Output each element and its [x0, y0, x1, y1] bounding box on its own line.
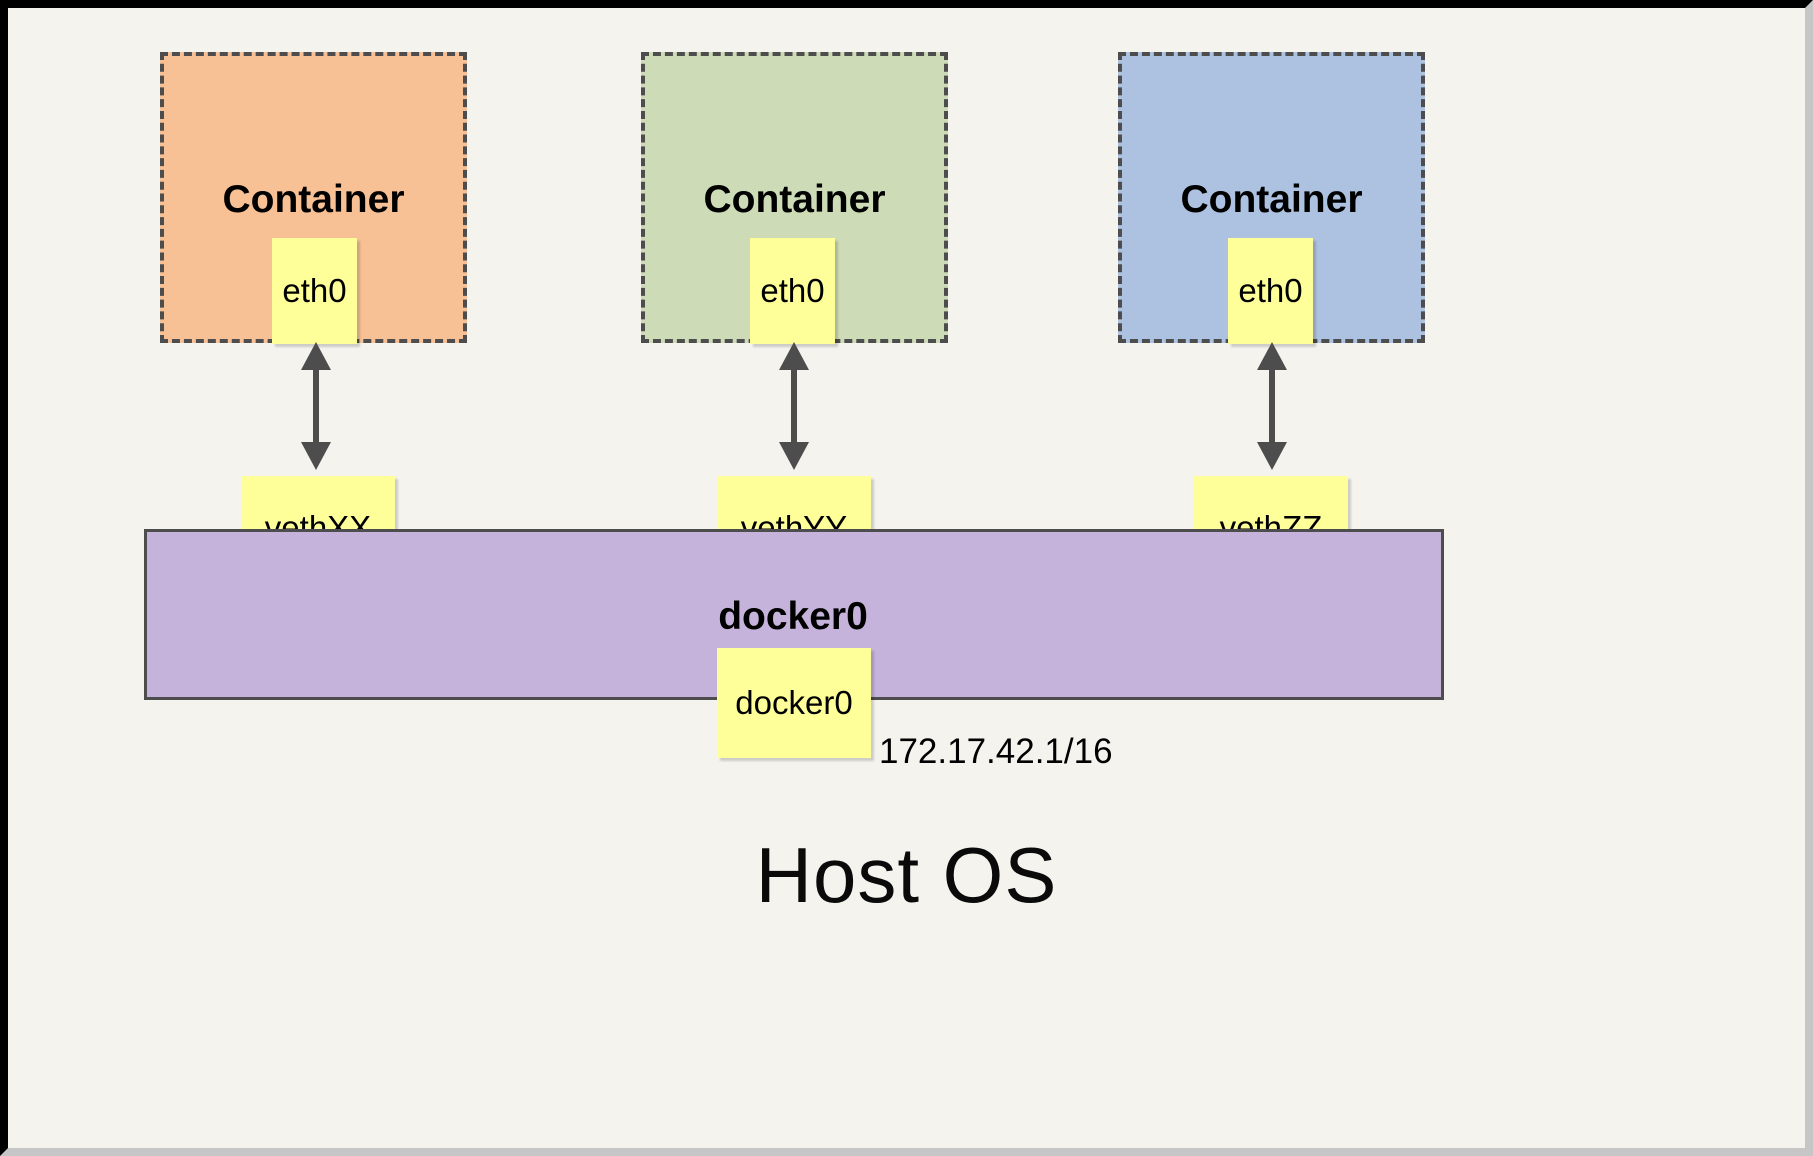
container-title-1: Container [222, 178, 405, 221]
docker0-bridge-label: docker0 [718, 595, 868, 638]
diagram-inner: Container eth0 vethXX Container eth0 vet… [8, 8, 1805, 1148]
link-arrow-3 [1257, 342, 1287, 470]
docker0-ip-label: 172.17.42.1/16 [879, 732, 1113, 771]
container-eth0-3: eth0 [1228, 238, 1313, 344]
docker0-port-box: docker0 [717, 648, 871, 758]
container-title-3: Container [1180, 178, 1363, 221]
link-arrow-2 [779, 342, 809, 470]
link-arrow-1 [301, 342, 331, 470]
container-title-2: Container [703, 178, 886, 221]
host-os-label: Host OS [755, 831, 1058, 919]
container-eth0-2: eth0 [750, 238, 835, 344]
container-eth0-1: eth0 [272, 238, 357, 344]
